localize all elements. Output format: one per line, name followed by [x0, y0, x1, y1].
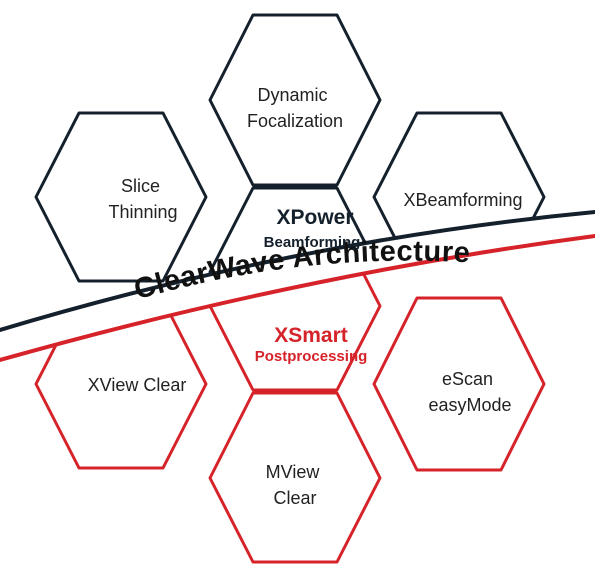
label-xview-clear: XView Clear: [88, 375, 187, 395]
label-escan-easymode: eScan easyMode: [428, 369, 511, 415]
xpower-title: XPower: [276, 206, 353, 229]
hexagon-dynamic-focalization: [208, 13, 382, 187]
label-slice-thinning: Slice Thinning: [108, 176, 177, 222]
hexagon-slice-thinning: [34, 111, 208, 283]
xsmart-subtitle: Postprocessing: [255, 348, 368, 365]
label-xbeamforming: XBeamforming: [403, 190, 522, 210]
label-dynamic-focalization: Dynamic Focalization: [247, 85, 343, 131]
xsmart-title: XSmart: [274, 324, 348, 347]
xpower-subtitle: Beamforming: [264, 234, 361, 251]
hexagon-escan-easymode: [372, 296, 546, 472]
banner-top-curve: [0, 210, 595, 332]
hexagon-mview-clear: [208, 391, 382, 564]
banner-bottom-curve: [0, 234, 595, 362]
label-mview-clear: MView Clear: [266, 462, 325, 508]
